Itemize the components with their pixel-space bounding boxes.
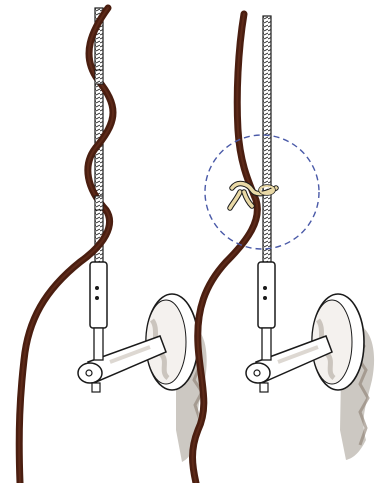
left-panel: [19, 8, 206, 483]
right-wire: [193, 14, 258, 483]
right-panel: [193, 14, 375, 483]
left-wire: [19, 8, 113, 483]
